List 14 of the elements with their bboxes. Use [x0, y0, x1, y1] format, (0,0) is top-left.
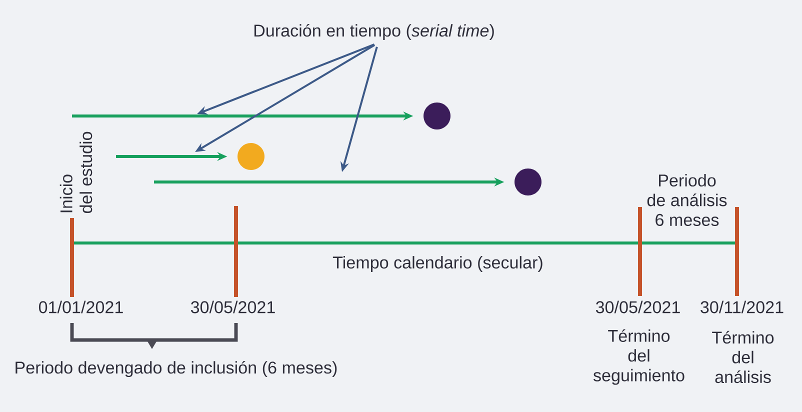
date-label: 30/05/2021 [596, 300, 680, 314]
date-label: 30/05/2021 [190, 300, 275, 314]
dot [424, 102, 450, 130]
period-label: Periodo devengado de inclusión (6 meses) [16, 360, 337, 378]
dot [514, 168, 542, 196]
date-label: 01/01/2021 [38, 300, 123, 314]
milestone-label: Término del seguimiento [593, 329, 684, 385]
period-label: Periodo de análisis 6 meses [647, 174, 727, 226]
vertical-label: Inicio del estudio [60, 132, 92, 214]
axis-label: Tiempo calendario (secular) [332, 256, 542, 272]
annotation-text: Duración en tiempo (serial time) [254, 24, 494, 40]
dot [238, 143, 264, 170]
milestone-label: Término del análisis [712, 330, 774, 384]
date-label: 30/11/2021 [700, 300, 784, 314]
